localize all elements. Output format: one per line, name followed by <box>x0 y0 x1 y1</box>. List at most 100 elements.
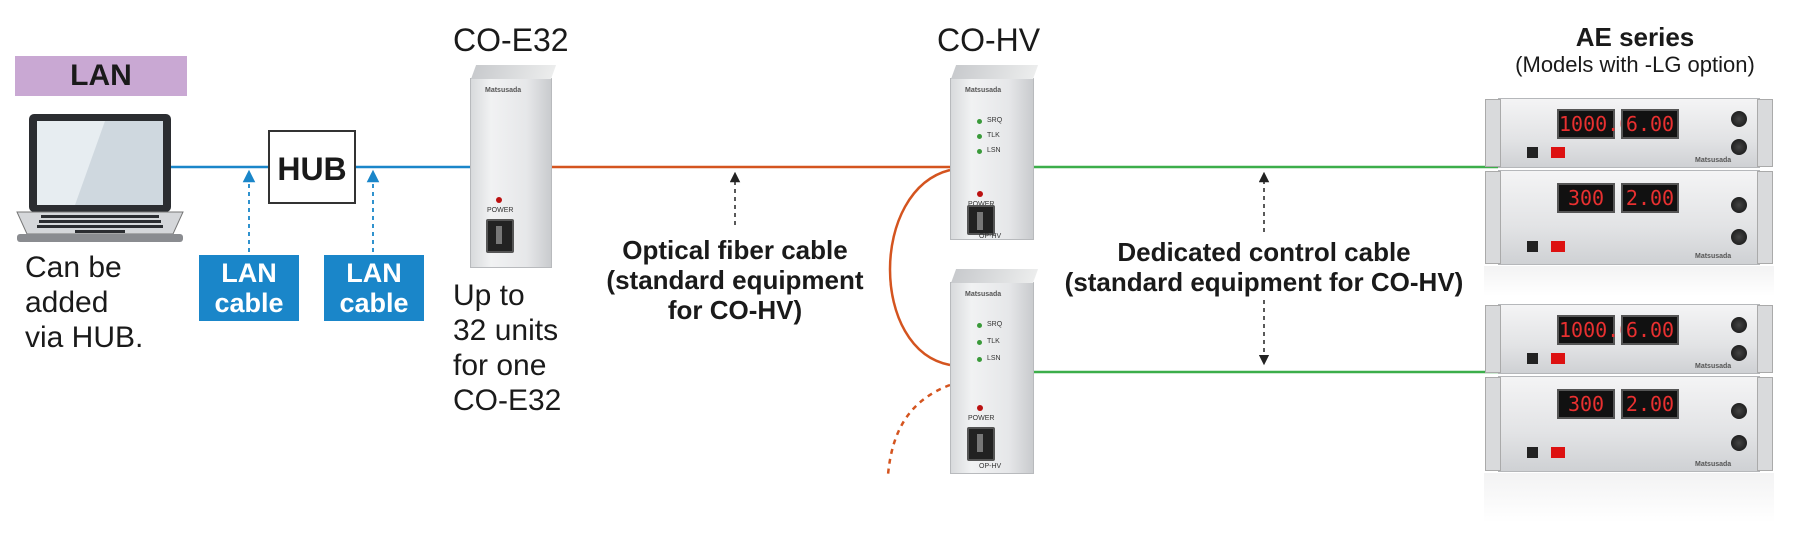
co-hv-1-led-tlk <box>977 134 982 139</box>
ae-unit-1-ear-left <box>1485 99 1501 167</box>
ae-unit-1-knob-2[interactable] <box>1731 139 1747 155</box>
co-hv-1-power-led <box>977 191 983 197</box>
co-hv-2-led-label-tlk: TLK <box>987 338 1000 345</box>
ae-unit-2-knob-2[interactable] <box>1731 229 1747 245</box>
ae-unit-1-current-display: 6.00 <box>1621 109 1679 139</box>
ae-unit-2-knob-1[interactable] <box>1731 197 1747 213</box>
lan-cable-tag-2-line-2: cable <box>339 288 409 318</box>
ae-unit-4: 300 2.00 Matsusada <box>1485 376 1773 472</box>
ae-unit-4-voltage-display: 300 <box>1557 389 1615 419</box>
co-e32-power-switch[interactable] <box>486 219 514 253</box>
ae-series-title: AE series <box>1575 22 1695 52</box>
control-cable-label: Dedicated control cable (standard equipm… <box>1036 237 1492 297</box>
co-hv-2-power-switch[interactable] <box>967 427 995 461</box>
lan-cable-tag-2-line-1: LAN <box>346 258 402 288</box>
lan-header: LAN <box>15 56 187 96</box>
co-hv-2-led-label-srq: SRQ <box>987 321 1003 328</box>
ae-unit-2-voltage-display: 300 <box>1557 183 1615 213</box>
ae-unit-1-voltage-display: 1000.0 <box>1557 109 1631 139</box>
co-e32-title: CO-E32 <box>453 22 569 58</box>
co-e32-note-line-1: Up to <box>453 279 525 312</box>
lan-cable-tag-2: LAN cable <box>324 255 424 321</box>
ae-unit-1-ear-right <box>1757 99 1773 167</box>
control-label-line-2: (standard equipment for CO-HV) <box>1064 267 1464 297</box>
lan-note-line-1: Can be <box>25 251 122 284</box>
ae-unit-4-ear-left <box>1485 377 1501 471</box>
lan-cable-tag-1: LAN cable <box>199 255 299 321</box>
co-hv-2-led-lsn <box>977 357 982 362</box>
co-hv-1-led-srq <box>977 119 982 124</box>
lan-note-line-3: via HUB. <box>25 321 144 354</box>
co-hv-1-led-lsn <box>977 149 982 154</box>
optical-fiber-label: Optical fiber cable (standard equipment … <box>575 235 895 325</box>
co-hv-1-model-tag: OP-HV <box>979 233 1002 240</box>
ae-unit-3-voltage-display: 1000.0 <box>1557 315 1631 345</box>
lan-cable-tag-1-line-2: cable <box>214 288 284 318</box>
ae-unit-4-red-button[interactable] <box>1551 447 1565 458</box>
co-hv-1-led-label-tlk: TLK <box>987 132 1000 139</box>
co-hv-1-power-switch[interactable] <box>967 205 995 235</box>
ae-unit-2-ear-right <box>1757 171 1773 264</box>
lan-note-line-2: added <box>25 286 109 319</box>
ae-unit-3-knob-1[interactable] <box>1731 317 1747 333</box>
co-hv-2-led-tlk <box>977 340 982 345</box>
co-hv-2-top <box>951 269 1039 283</box>
ae-unit-4-black-button[interactable] <box>1527 447 1538 458</box>
co-e32-top <box>471 65 557 79</box>
ae-unit-2-ear-left <box>1485 171 1501 264</box>
ae-unit-4-knob-2[interactable] <box>1731 435 1747 451</box>
co-e32-note-line-2: 32 units <box>453 314 559 347</box>
co-hv-device-1: Matsusada SRQ TLK LSN POWER OP-HV <box>950 65 1039 240</box>
lan-cable-tag-1-line-1: LAN <box>221 258 277 288</box>
ae-unit-3-current-display: 6.00 <box>1621 315 1679 345</box>
hub-box: HUB <box>268 130 356 204</box>
co-hv-2-power-label: POWER <box>968 415 995 422</box>
ae-unit-1-red-button[interactable] <box>1551 147 1565 158</box>
co-e32-power-label: POWER <box>487 207 514 214</box>
co-hv-2-brand: Matsusada <box>965 291 1002 298</box>
co-hv-2-power-led <box>977 405 983 411</box>
ae-unit-4-current-display: 2.00 <box>1621 389 1679 419</box>
co-e32-note: Up to 32 units for one CO-E32 <box>453 278 561 418</box>
ae-unit-3-ear-left <box>1485 305 1501 373</box>
co-hv-device-2: Matsusada SRQ TLK LSN POWER OP-HV <box>950 269 1039 474</box>
control-label-line-1: Dedicated control cable <box>1117 237 1411 267</box>
co-e32-brand: Matsusada <box>485 87 522 94</box>
co-hv-1-led-label-srq: SRQ <box>987 117 1003 124</box>
co-hv-1-top <box>951 65 1039 79</box>
ae-series-subtitle: (Models with -LG option) <box>1515 52 1755 77</box>
ae-unit-2-current-display: 2.00 <box>1621 183 1679 213</box>
optical-label-line-3: for CO-HV) <box>667 295 803 325</box>
co-hv-2-model-tag: OP-HV <box>979 463 1002 470</box>
laptop-icon <box>15 112 185 247</box>
ae-unit-3-red-button[interactable] <box>1551 353 1565 364</box>
co-e32-note-line-3: for one <box>453 349 547 382</box>
ae-unit-4-ear-right <box>1757 377 1773 471</box>
ae-unit-1-knob-1[interactable] <box>1731 111 1747 127</box>
ae-unit-2-red-button[interactable] <box>1551 241 1565 252</box>
ae-unit-3-knob-2[interactable] <box>1731 345 1747 361</box>
co-hv-title: CO-HV <box>937 22 1041 58</box>
ae-unit-1: 1000.0 6.00 Matsusada <box>1485 98 1773 168</box>
ae-unit-2-black-button[interactable] <box>1527 241 1538 252</box>
ae-unit-3-black-button[interactable] <box>1527 353 1538 364</box>
co-hv-1-brand: Matsusada <box>965 87 1002 94</box>
ae-unit-1-brand: Matsusada <box>1695 157 1732 164</box>
co-hv-2-led-label-lsn: LSN <box>987 355 1001 362</box>
ae-unit-2: 300 2.00 Matsusada <box>1485 170 1773 265</box>
ae-unit-1-black-button[interactable] <box>1527 147 1538 158</box>
optical-fiber-continuation <box>886 383 951 476</box>
optical-label-line-2: (standard equipment <box>606 265 864 295</box>
ae-unit-3-ear-right <box>1757 305 1773 373</box>
ae-unit-4-knob-1[interactable] <box>1731 403 1747 419</box>
co-hv-2-led-srq <box>977 323 982 328</box>
co-hv-1-led-label-lsn: LSN <box>987 147 1001 154</box>
ae-unit-2-brand: Matsusada <box>1695 253 1732 260</box>
ae-upper-reflection <box>1484 266 1774 296</box>
co-e32-device: Matsusada POWER <box>470 65 557 268</box>
ae-unit-3-brand: Matsusada <box>1695 363 1732 370</box>
lan-note: Can be added via HUB. <box>25 250 143 355</box>
optical-fiber-loop <box>888 168 951 367</box>
ae-lower-reflection <box>1484 473 1774 523</box>
